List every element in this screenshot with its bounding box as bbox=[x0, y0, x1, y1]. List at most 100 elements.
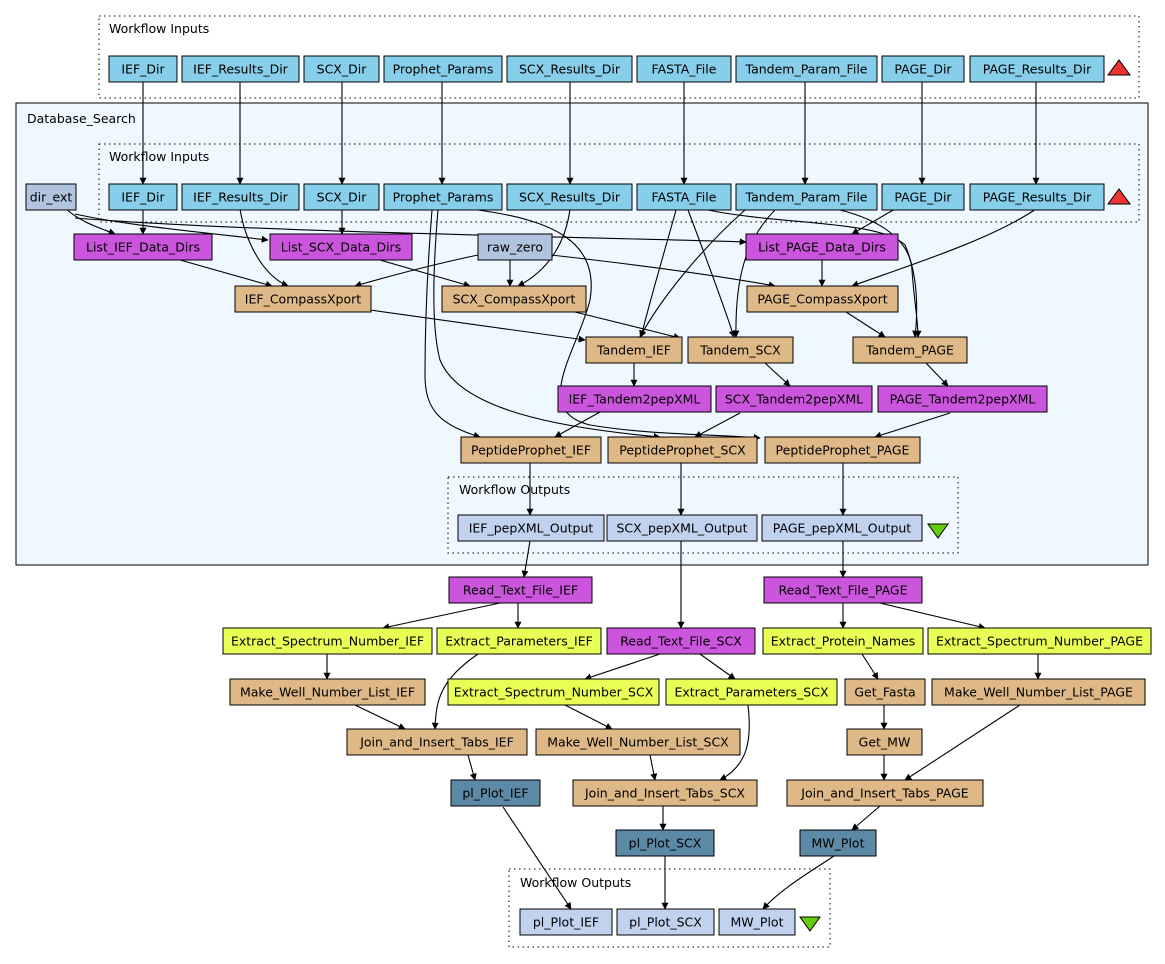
node-raw-zero[interactable]: raw_zero bbox=[477, 233, 553, 261]
node-i-scx-dir[interactable]: SCX_Dir bbox=[303, 183, 380, 211]
node-box[interactable] bbox=[927, 627, 1152, 655]
node-box[interactable] bbox=[222, 627, 433, 655]
node-make-scx[interactable]: Make_Well_Number_List_SCX bbox=[535, 728, 741, 756]
inner-outputs-collapse-triangle-icon[interactable] bbox=[927, 523, 949, 539]
node-box[interactable] bbox=[447, 678, 660, 706]
node-f-mw-plot[interactable]: MW_Plot bbox=[718, 908, 796, 936]
node-box[interactable] bbox=[108, 55, 178, 83]
node-box[interactable] bbox=[799, 829, 877, 857]
node-i-scx-results-dir[interactable]: SCX_Results_Dir bbox=[506, 183, 633, 211]
node-scx-compass[interactable]: SCX_CompassXport bbox=[441, 285, 587, 313]
node-list-scx[interactable]: List_SCX_Data_Dirs bbox=[269, 233, 413, 261]
node-o-scx-pepxml[interactable]: SCX_pepXML_Output bbox=[606, 514, 758, 542]
node-box[interactable] bbox=[585, 336, 683, 364]
node-box[interactable] bbox=[303, 183, 380, 211]
node-page-t2p[interactable]: PAGE_Tandem2pepXML bbox=[877, 385, 1048, 413]
node-o-ief-pepxml[interactable]: IEF_pepXML_Output bbox=[457, 514, 605, 542]
node-i-ief-results-dir[interactable]: IEF_Results_Dir bbox=[181, 183, 300, 211]
node-make-page[interactable]: Make_Well_Number_List_PAGE bbox=[931, 678, 1146, 706]
node-box[interactable] bbox=[557, 385, 712, 413]
node-box[interactable] bbox=[877, 385, 1048, 413]
node-box[interactable] bbox=[234, 285, 372, 313]
node-t-scx-dir[interactable]: SCX_Dir bbox=[303, 55, 380, 83]
node-box[interactable] bbox=[606, 514, 758, 542]
node-t-ief-dir[interactable]: IEF_Dir bbox=[108, 55, 178, 83]
node-f-plot-scx[interactable]: pl_Plot_SCX bbox=[616, 908, 715, 936]
node-box[interactable] bbox=[764, 436, 921, 464]
node-box[interactable] bbox=[477, 233, 553, 261]
node-f-plot-ief[interactable]: pl_Plot_IEF bbox=[519, 908, 613, 936]
node-join-scx[interactable]: Join_and_Insert_Tabs_SCX bbox=[572, 779, 758, 807]
node-box[interactable] bbox=[786, 779, 984, 807]
node-o-page-pepxml[interactable]: PAGE_pepXML_Output bbox=[761, 514, 923, 542]
outputs-collapse-triangle-icon[interactable] bbox=[799, 916, 821, 932]
node-box[interactable] bbox=[687, 336, 794, 364]
inner-inputs-collapse-triangle-icon[interactable] bbox=[1107, 188, 1131, 205]
node-box[interactable] bbox=[108, 183, 178, 211]
node-box[interactable] bbox=[636, 183, 732, 211]
node-box[interactable] bbox=[616, 908, 715, 936]
node-box[interactable] bbox=[506, 183, 633, 211]
node-tandem-ief[interactable]: Tandem_IEF bbox=[585, 336, 683, 364]
node-box[interactable] bbox=[25, 183, 77, 211]
node-box[interactable] bbox=[846, 728, 923, 756]
node-box[interactable] bbox=[450, 779, 541, 807]
node-box[interactable] bbox=[665, 678, 838, 706]
node-box[interactable] bbox=[383, 55, 503, 83]
node-i-tandem-param-file[interactable]: Tandem_Param_File bbox=[735, 183, 878, 211]
node-box[interactable] bbox=[761, 514, 923, 542]
node-box[interactable] bbox=[436, 627, 602, 655]
node-box[interactable] bbox=[269, 233, 413, 261]
node-get-fasta[interactable]: Get_Fasta bbox=[844, 678, 926, 706]
node-box[interactable] bbox=[762, 627, 924, 655]
node-i-prophet-params[interactable]: Prophet_Params bbox=[383, 183, 503, 211]
node-box[interactable] bbox=[969, 55, 1105, 83]
node-box[interactable] bbox=[745, 233, 899, 261]
node-box[interactable] bbox=[73, 233, 213, 261]
node-ext-spec-page[interactable]: Extract_Spectrum_Number_PAGE bbox=[927, 627, 1152, 655]
node-box[interactable] bbox=[181, 183, 300, 211]
node-pp-page[interactable]: PeptideProphet_PAGE bbox=[764, 436, 921, 464]
node-t-scx-results-dir[interactable]: SCX_Results_Dir bbox=[506, 55, 633, 83]
node-t-ief-results-dir[interactable]: IEF_Results_Dir bbox=[181, 55, 300, 83]
node-box[interactable] bbox=[229, 678, 426, 706]
node-box[interactable] bbox=[535, 728, 741, 756]
node-join-ief[interactable]: Join_and_Insert_Tabs_IEF bbox=[346, 728, 528, 756]
node-box[interactable] bbox=[383, 183, 503, 211]
node-box[interactable] bbox=[441, 285, 587, 313]
node-list-ief[interactable]: List_IEF_Data_Dirs bbox=[73, 233, 213, 261]
node-get-mw[interactable]: Get_MW bbox=[846, 728, 923, 756]
node-box[interactable] bbox=[844, 678, 926, 706]
node-box[interactable] bbox=[457, 514, 605, 542]
node-box[interactable] bbox=[506, 55, 633, 83]
node-join-page[interactable]: Join_and_Insert_Tabs_PAGE bbox=[786, 779, 984, 807]
node-ief-compass[interactable]: IEF_CompassXport bbox=[234, 285, 372, 313]
node-box[interactable] bbox=[572, 779, 758, 807]
node-box[interactable] bbox=[615, 829, 715, 857]
node-i-page-results-dir[interactable]: PAGE_Results_Dir bbox=[969, 183, 1105, 211]
node-pp-ief[interactable]: PeptideProphet_IEF bbox=[460, 436, 602, 464]
node-read-scx[interactable]: Read_Text_File_SCX bbox=[606, 627, 756, 655]
node-box[interactable] bbox=[881, 183, 965, 211]
node-ext-param-scx[interactable]: Extract_Parameters_SCX bbox=[665, 678, 838, 706]
node-pp-scx[interactable]: PeptideProphet_SCX bbox=[607, 436, 758, 464]
node-t-tandem-param-file[interactable]: Tandem_Param_File bbox=[735, 55, 878, 83]
node-t-page-results-dir[interactable]: PAGE_Results_Dir bbox=[969, 55, 1105, 83]
node-i-page-dir[interactable]: PAGE_Dir bbox=[881, 183, 965, 211]
node-box[interactable] bbox=[606, 627, 756, 655]
node-ext-prot[interactable]: Extract_Protein_Names bbox=[762, 627, 924, 655]
node-box[interactable] bbox=[448, 576, 593, 604]
node-box[interactable] bbox=[852, 336, 968, 364]
node-scx-t2p[interactable]: SCX_Tandem2pepXML bbox=[715, 385, 873, 413]
node-box[interactable] bbox=[735, 55, 878, 83]
node-list-page[interactable]: List_PAGE_Data_Dirs bbox=[745, 233, 899, 261]
node-box[interactable] bbox=[763, 576, 923, 604]
inputs-collapse-triangle-icon[interactable] bbox=[1107, 59, 1131, 76]
node-box[interactable] bbox=[735, 183, 878, 211]
node-box[interactable] bbox=[346, 728, 528, 756]
node-box[interactable] bbox=[881, 55, 965, 83]
node-read-ief[interactable]: Read_Text_File_IEF bbox=[448, 576, 593, 604]
node-page-compass[interactable]: PAGE_CompassXport bbox=[746, 285, 899, 313]
node-dir-ext[interactable]: dir_ext bbox=[25, 183, 77, 211]
node-read-page[interactable]: Read_Text_File_PAGE bbox=[763, 576, 923, 604]
